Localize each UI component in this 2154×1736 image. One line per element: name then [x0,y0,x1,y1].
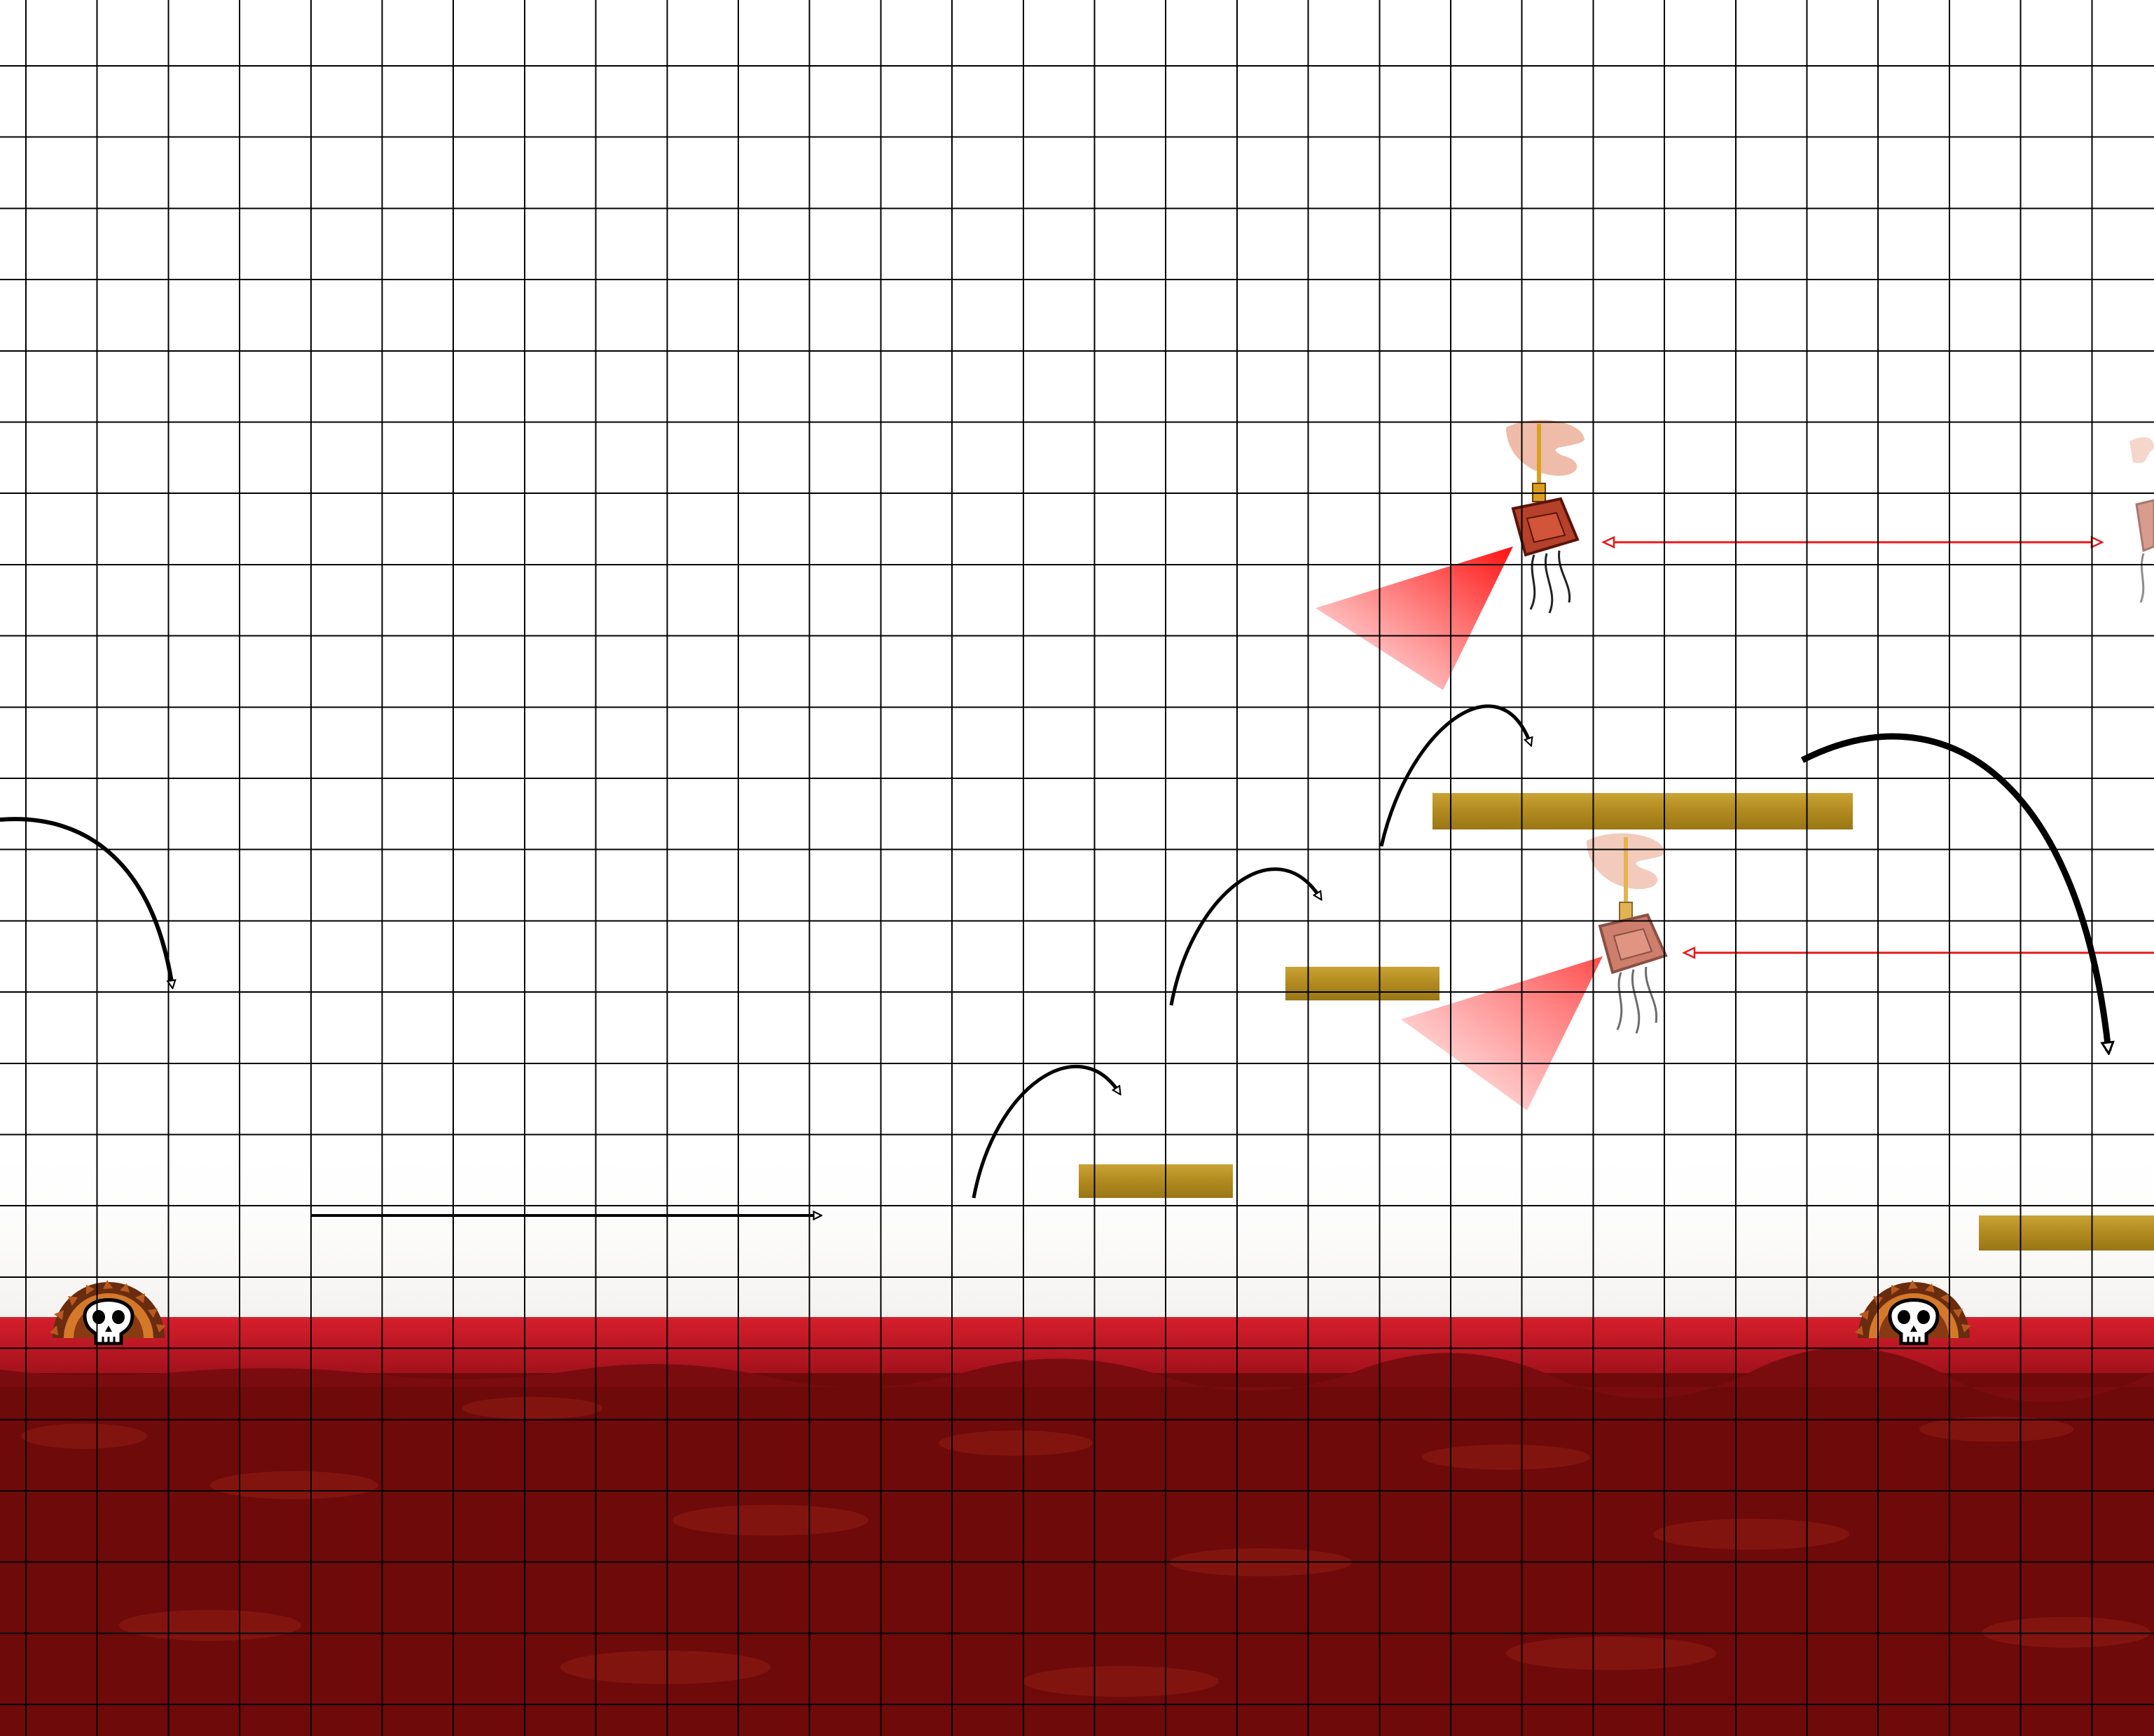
jump-arrow-entry [0,817,172,986]
drone-beam [1316,546,1513,690]
jump-arrow-3 [1379,704,1531,847]
jellyfish-drone-lower [1401,833,1668,1110]
blood-pool-texture [21,1397,2150,1697]
jump-arrow-2 [1169,867,1320,1006]
blood-pool [0,1317,2154,1736]
mist-layer [0,1135,2154,1324]
platform-1 [1079,1164,1233,1198]
platform-3 [1432,793,1853,829]
platform-2 [1285,967,1440,1000]
platform-4 [1979,1215,2154,1251]
drone-icon [1587,833,1668,1034]
drone-icon [1506,420,1585,614]
jellyfish-drone-offscreen [2129,437,2154,603]
jellyfish-drone-upper [1316,420,1585,690]
drone-beam [1401,956,1603,1110]
jump-arrow-1 [972,1064,1119,1199]
drone-icon [2129,437,2154,603]
blood-pool-edge [0,1347,2154,1403]
